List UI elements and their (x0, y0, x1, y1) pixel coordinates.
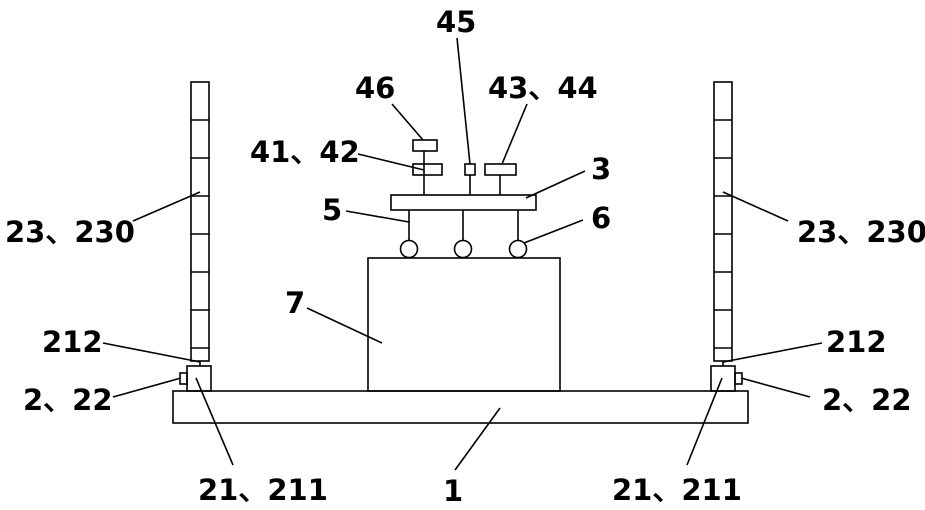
label-7: 7 (285, 286, 305, 320)
left-base-block (187, 366, 211, 391)
label-6: 6 (591, 201, 611, 235)
component-41-42 (413, 164, 442, 175)
label-21-211-right: 21、211 (612, 473, 742, 507)
label-43-44: 43、44 (488, 71, 598, 105)
carriage-plate (391, 195, 536, 210)
base-plate (173, 391, 748, 423)
label-45: 45 (436, 5, 476, 39)
label-23-230-right: 23、230 (797, 215, 925, 249)
leader-6 (524, 220, 583, 243)
leader-46 (392, 104, 423, 140)
right-base-block (711, 366, 735, 391)
center-block (368, 258, 560, 391)
label-5: 5 (322, 193, 342, 227)
label-2-22-right: 2、22 (822, 383, 912, 417)
label-212-right: 212 (826, 325, 887, 359)
leader-41-42 (358, 154, 424, 170)
label-1: 1 (443, 474, 463, 508)
roller-middle (455, 241, 472, 258)
roller-right (510, 241, 527, 258)
leader-3 (526, 171, 585, 198)
leader-212-right (723, 343, 822, 362)
label-46: 46 (355, 71, 395, 105)
leader-45 (457, 38, 470, 164)
label-23-230-left: 23、230 (5, 215, 135, 249)
leader-212-left (103, 343, 200, 362)
label-3: 3 (591, 152, 611, 186)
leader-2-22-left (113, 378, 181, 397)
component-45 (465, 164, 475, 175)
leader-5 (346, 211, 409, 222)
label-21-211-left: 21、211 (198, 473, 328, 507)
label-41-42: 41、42 (250, 135, 360, 169)
roller-left (401, 241, 418, 258)
right-post (714, 82, 732, 361)
component-46 (413, 140, 437, 151)
leader-2-22-right (741, 378, 810, 397)
left-post (191, 82, 209, 361)
leader-1 (455, 408, 500, 470)
component-43-44 (485, 164, 516, 175)
leader-23-230-left (133, 192, 200, 221)
label-212-left: 212 (42, 325, 103, 359)
leader-43-44 (502, 104, 527, 164)
label-2-22-left: 2、22 (23, 383, 113, 417)
leader-7 (307, 308, 382, 343)
